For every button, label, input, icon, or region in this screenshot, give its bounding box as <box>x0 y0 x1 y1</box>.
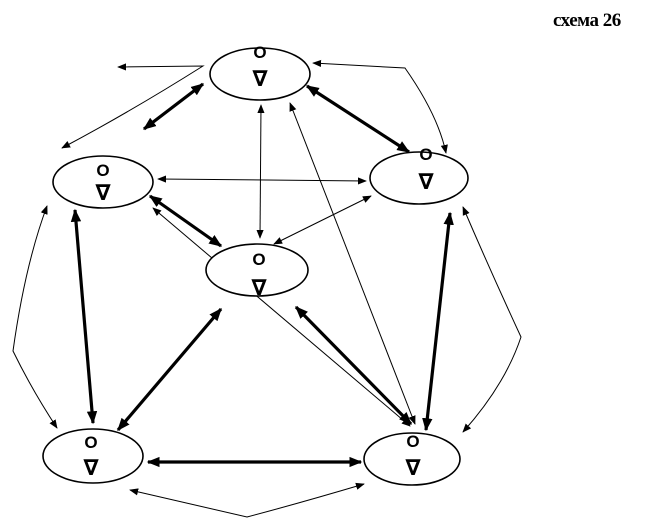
edge-right-center <box>273 195 372 245</box>
node-bottom-left-circle-symbol: О <box>84 433 97 452</box>
edge-bottom-left-bottom-right-outer <box>129 482 365 518</box>
edge-right-bottom-right <box>422 211 454 432</box>
node-bottom-left-triangle-symbol: ∇ <box>83 456 99 481</box>
node-right: О ∇ <box>369 145 469 205</box>
node-center: О ∇ <box>205 243 309 301</box>
diagram-caption: схема 26 <box>553 10 621 31</box>
node-left-circle-symbol: О <box>96 161 109 180</box>
node-center-circle-symbol: О <box>252 250 265 269</box>
node-center-triangle-symbol: ∇ <box>251 276 267 301</box>
edge-left-center <box>148 194 223 248</box>
edges-layer <box>12 59 522 518</box>
edge-left-bottom-right <box>152 207 411 427</box>
edge-top-center <box>256 104 265 239</box>
node-top-circle-symbol: О <box>253 43 266 62</box>
edge-center-bottom-right <box>294 305 413 426</box>
edge-center-bottom-left <box>116 307 223 432</box>
node-bottom-right: О ∇ <box>363 432 461 486</box>
node-right-triangle-symbol: ∇ <box>418 170 434 195</box>
edge-left-bottom-left-outer <box>12 205 58 429</box>
edge-left-right <box>157 175 367 185</box>
edge-right-bottom-right-outer <box>462 206 522 433</box>
edge-top-right-outer <box>312 59 448 154</box>
node-bottom-right-circle-symbol: О <box>406 432 419 451</box>
edge-left-bottom-left <box>70 208 98 425</box>
edge-top-left-outer <box>61 63 205 149</box>
edge-top-right <box>305 84 411 154</box>
node-bottom-left: О ∇ <box>42 428 144 484</box>
edge-top-bottom-right <box>289 102 416 425</box>
edge-top-left <box>142 82 205 131</box>
node-top-triangle-symbol: ∇ <box>252 67 268 92</box>
node-right-circle-symbol: О <box>419 145 432 164</box>
node-left: О ∇ <box>52 155 154 209</box>
node-left-triangle-symbol: ∇ <box>95 181 111 206</box>
node-top: О ∇ <box>209 43 311 101</box>
node-bottom-right-triangle-symbol: ∇ <box>405 456 421 481</box>
